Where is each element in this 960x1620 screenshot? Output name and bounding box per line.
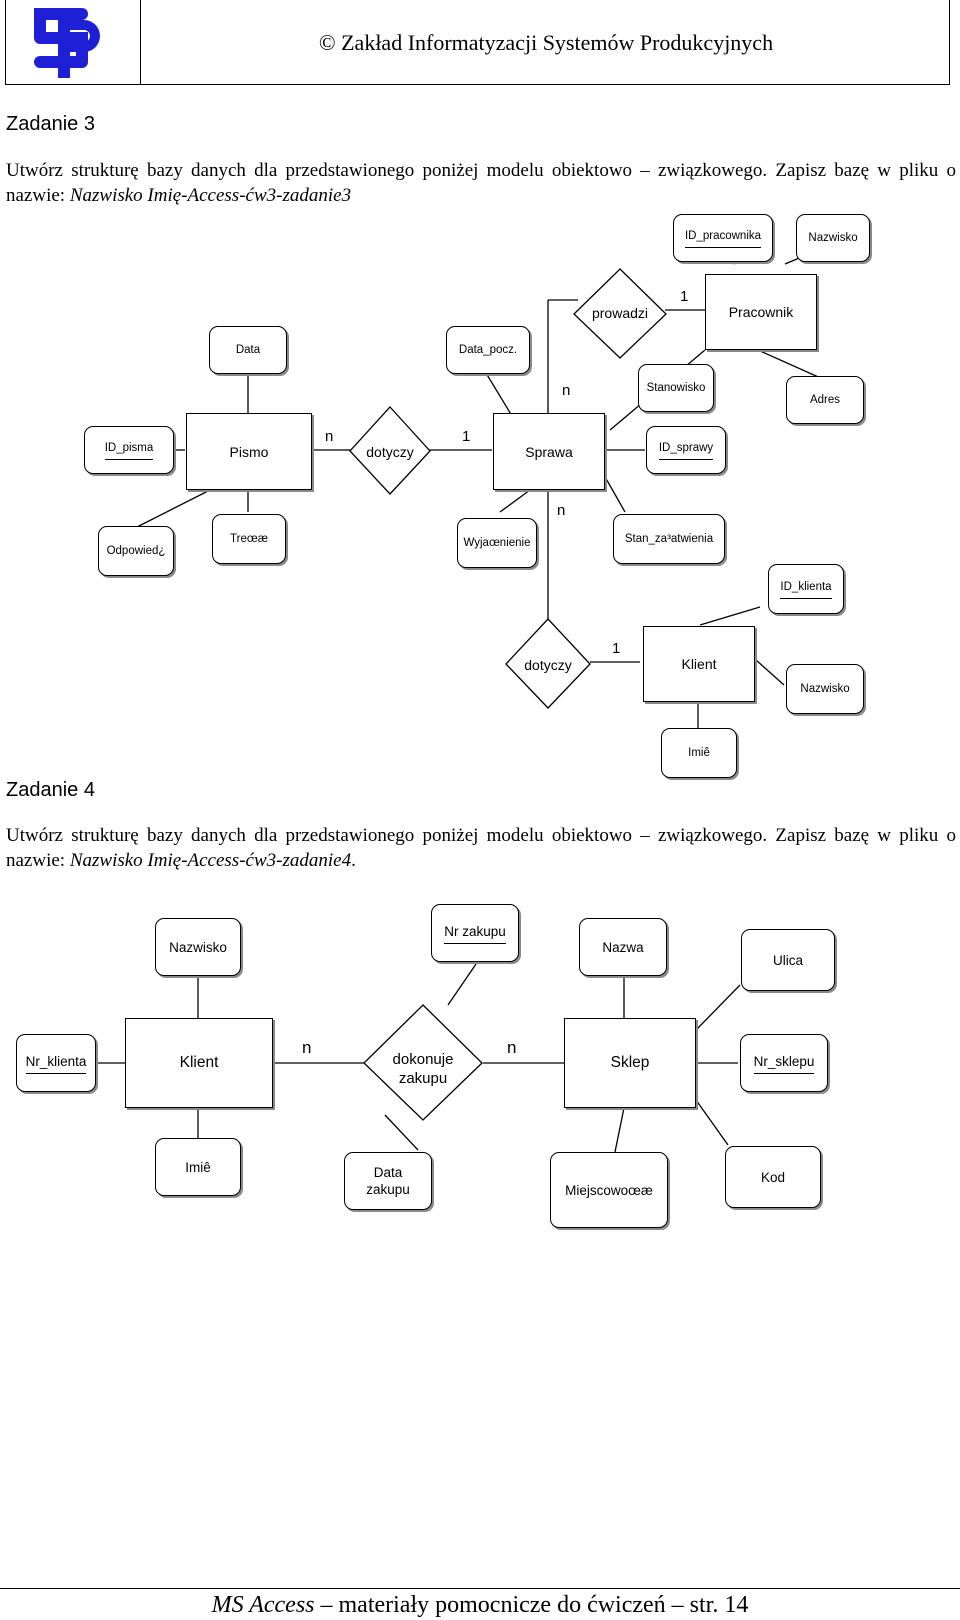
card-prowadzi-sprawa: n — [562, 382, 571, 399]
entity-sprawa: Sprawa — [493, 413, 605, 490]
attr-data-pocz: Data_pocz. — [446, 326, 530, 374]
relation-prowadzi-diamond — [573, 268, 667, 359]
attr-nr-zakupu: Nr zakupu — [431, 904, 519, 962]
card-dotyczy-sprawa: 1 — [462, 428, 471, 445]
task4-diagram-lines — [96, 963, 741, 1153]
task4-text: Utwórz strukturę bazy danych dla przedst… — [6, 825, 956, 871]
relation-dotyczy-1-label: dotyczy — [366, 444, 414, 460]
task4-heading: Zadanie 4 — [6, 779, 95, 801]
page-header: © Zakład Informatyzacji Systemów Produkc… — [5, 0, 950, 85]
attr-id-pracownika: ID_pracownika — [673, 214, 773, 262]
relation-dokonuje-line2: zakupu — [398, 1070, 448, 1087]
attr-miejscowosc: Miejscowoœæ — [550, 1152, 668, 1228]
attr-data: Data — [209, 326, 287, 374]
zisp-logo-icon — [34, 8, 100, 78]
footer-text: – materiały pomocnicze do ćwiczeń – str.… — [314, 1592, 749, 1618]
entity-pracownik: Pracownik — [705, 274, 817, 350]
attr-nazwisko-pracownika: Nazwisko — [796, 214, 870, 262]
attr-stanowisko: Stanowisko — [638, 364, 714, 412]
attr-adres: Adres — [786, 376, 864, 424]
page-footer: MS Access – materiały pomocnicze do ćwic… — [0, 1592, 960, 1619]
attr-imie-klienta: Imiê — [661, 728, 737, 778]
relation-dokonuje-zakupu-diamond — [363, 1004, 483, 1121]
entity-klient: Klient — [643, 626, 755, 702]
attr-id-klienta: ID_klienta — [768, 564, 844, 614]
attr-kod: Kod — [725, 1146, 821, 1208]
attr-wyjasnienie: Wyjaœnienie — [457, 518, 537, 568]
entity-sklep: Sklep — [564, 1018, 696, 1108]
task4-filename-suffix: . — [351, 850, 356, 871]
attr-imie: Imiê — [155, 1138, 241, 1196]
attr-nazwisko: Nazwisko — [155, 918, 241, 976]
attr-nazwisko-klienta: Nazwisko — [786, 664, 864, 714]
relation-dotyczy-1-diamond — [349, 406, 431, 495]
attr-id-pisma: ID_pisma — [84, 426, 174, 474]
card-klient-dokonuje: n — [302, 1038, 312, 1057]
attr-tresc: Treœæ — [212, 514, 286, 564]
logo — [6, 0, 141, 84]
task3-heading: Zadanie 3 — [6, 113, 95, 135]
relation-dokonuje-line1: dokonuje — [392, 1051, 454, 1068]
card-prowadzi-pracownik: 1 — [680, 288, 689, 305]
card-sprawa-dotyczy-2: n — [557, 502, 566, 519]
attr-data-zakupu-line2: zakupu — [366, 1182, 410, 1197]
card-pismo-dotyczy: n — [325, 428, 334, 445]
card-dotyczy-2-klient: 1 — [612, 640, 621, 657]
entity-pismo: Pismo — [186, 413, 312, 490]
task4-filename: Nazwisko Imię-Access-ćw3-zadanie4 — [69, 850, 352, 871]
header-title: © Zakład Informatyzacji Systemów Produkc… — [318, 30, 774, 55]
attr-nr-sklepu: Nr_sklepu — [740, 1034, 828, 1092]
footer-app-name: MS Access — [211, 1592, 315, 1618]
entity-klient-4: Klient — [125, 1018, 273, 1108]
task3-filename: Nazwisko Imię-Access-ćw3-zadanie3 — [69, 185, 352, 206]
relation-dotyczy-2-diamond — [505, 618, 591, 709]
attr-nazwa: Nazwa — [579, 918, 667, 976]
task3-text: Utwórz strukturę bazy danych dla przedst… — [6, 160, 956, 206]
attr-id-sprawy: ID_sprawy — [646, 426, 726, 474]
attr-stan-zalatwienia: Stan_za³atwienia — [613, 514, 725, 564]
attr-ulica: Ulica — [741, 929, 835, 991]
attr-data-zakupu-line1: Data — [373, 1165, 403, 1180]
footer-rule — [0, 1588, 960, 1589]
relation-dokonuje-zakupu-label: dokonuje zakupu — [362, 1050, 484, 1088]
attr-nr-klienta: Nr_klienta — [16, 1034, 96, 1092]
attr-odpowiedz: Odpowied¿ — [98, 526, 174, 576]
card-dokonuje-sklep: n — [507, 1038, 517, 1057]
task3-paragraph: Utwórz strukturę bazy danych dla przedst… — [6, 158, 956, 208]
relation-dotyczy-2-label: dotyczy — [524, 657, 572, 673]
task4-paragraph: Utwórz strukturę bazy danych dla przedst… — [6, 823, 956, 873]
relation-prowadzi-label: prowadzi — [591, 305, 649, 321]
attr-data-zakupu: Data zakupu — [344, 1152, 432, 1210]
